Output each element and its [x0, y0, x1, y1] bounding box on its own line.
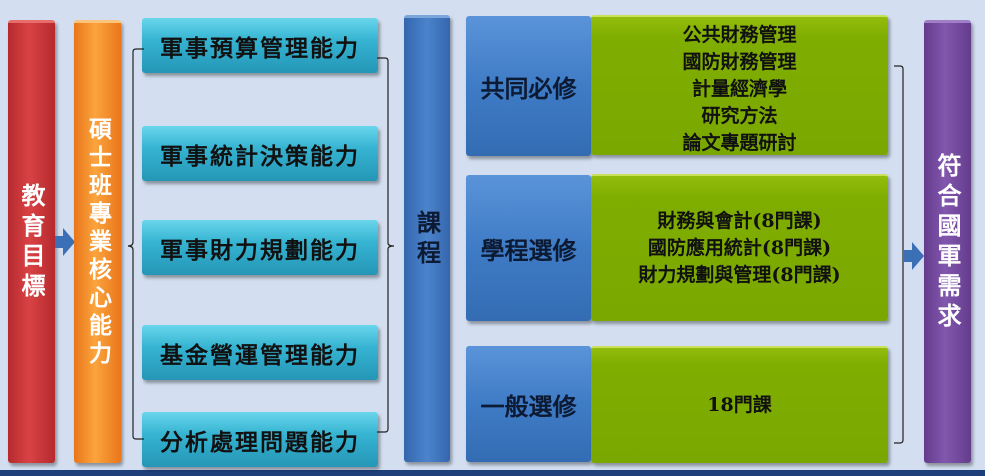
course-item: 財務與會計(8門課): [657, 210, 822, 232]
military-need-box: 符合國軍需求: [924, 20, 971, 463]
category-detail-program-elective: 財務與會計(8門課) 國防應用統計(8門課) 財力規劃與管理(8門課): [591, 174, 888, 321]
category-detail-general-elective: 18門課: [591, 346, 888, 463]
course-item: 國防應用統計(8門課): [647, 237, 832, 259]
ability-box: 基金營運管理能力: [142, 325, 378, 380]
course-item: 研究方法: [701, 104, 778, 127]
ability-label: 軍事預算管理能力: [160, 34, 360, 62]
ability-label: 分析處理問題能力: [160, 428, 360, 456]
ability-label: 基金營運管理能力: [160, 341, 360, 369]
category-box-program-elective: 學程選修: [466, 175, 591, 321]
category-box-required: 共同必修: [466, 16, 591, 156]
course-box: 課程: [404, 15, 450, 462]
category-box-general-elective: 一般選修: [466, 346, 591, 462]
category-label: 一般選修: [480, 391, 577, 421]
ability-box: 軍事統計決策能力: [142, 126, 378, 181]
course-label: 課程: [412, 210, 442, 270]
course-item: 財力規劃與管理(8門課): [638, 264, 841, 286]
ability-label: 軍事統計決策能力: [160, 142, 360, 170]
course-item: 公共財務管理: [682, 23, 797, 46]
core-competency-label: 碩士班專業核心能力: [84, 117, 112, 369]
category-detail-required: 公共財務管理 國防財務管理 計量經濟學 研究方法 論文專題研討: [591, 15, 888, 155]
military-need-label: 符合國軍需求: [933, 153, 962, 333]
course-item: 計量經濟學: [691, 77, 787, 100]
ability-box: 分析處理問題能力: [142, 412, 378, 467]
bottom-border: [0, 470, 985, 476]
core-competency-box: 碩士班專業核心能力: [74, 20, 121, 463]
ability-box: 軍事預算管理能力: [142, 18, 378, 73]
education-goal-label: 教育目標: [17, 183, 46, 303]
course-item: 18門課: [707, 394, 772, 416]
ability-box: 軍事財力規劃能力: [142, 220, 378, 275]
category-label: 學程選修: [480, 235, 577, 265]
course-item: 論文專題研討: [682, 131, 797, 154]
ability-label: 軍事財力規劃能力: [160, 236, 360, 264]
category-label: 共同必修: [480, 73, 577, 103]
education-goal-box: 教育目標: [8, 20, 55, 463]
course-item: 國防財務管理: [682, 50, 797, 73]
